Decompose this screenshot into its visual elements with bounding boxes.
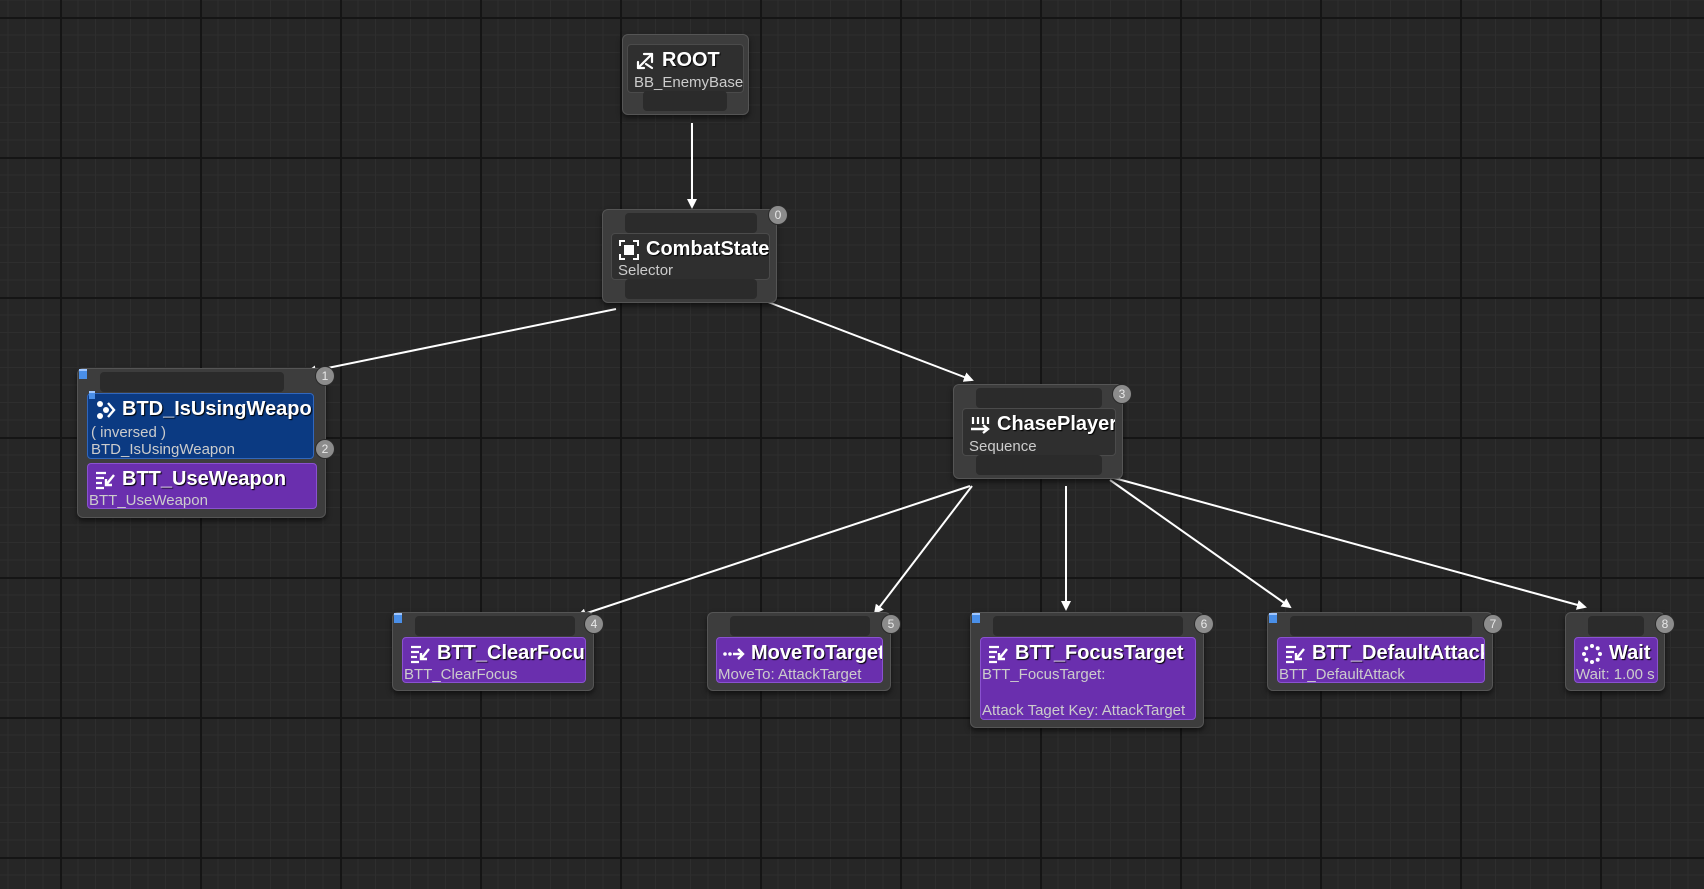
movetotarget-node[interactable]: MoveToTarget MoveTo: AttackTarget 5 [707, 612, 900, 691]
root-header: ROOT BB_EnemyBase [627, 44, 744, 93]
task-icon [989, 645, 1008, 663]
clearfocus-header: BTT_ClearFocus BTT_ClearFocus [402, 637, 586, 683]
task-btt-useweapon[interactable]: BTT_UseWeapon BTT_UseWeapon [87, 463, 317, 509]
selector-icon [619, 239, 639, 260]
chaseplayer-node[interactable]: ChasePlayer Sequence 3 [953, 384, 1131, 479]
useweapon-branch-node[interactable]: BTD_IsUsingWeapon ( inversed ) BTD_IsUsi… [77, 367, 334, 518]
wait-subtitle: Wait: 1.00 s [1576, 666, 1655, 683]
wire-chaseplayer-to-clearfocus [576, 485, 971, 619]
useweapon-title: BTT_UseWeapon [122, 468, 287, 490]
chaseplayer-title: ChasePlayer [997, 413, 1116, 435]
wire-chaseplayer-to-defaultattack [1109, 479, 1292, 609]
movetotarget-input-pin[interactable] [730, 616, 870, 636]
root-node[interactable]: ROOT BB_EnemyBase [622, 34, 749, 115]
useweapon-subtitle: BTT_UseWeapon [89, 492, 208, 509]
decorator-icon [97, 400, 116, 419]
combatstate-output-pin[interactable] [625, 279, 757, 299]
root-output-pin[interactable] [643, 91, 727, 111]
combatstate-title: CombatState [646, 238, 770, 260]
breakpoint-icon[interactable] [79, 369, 87, 379]
focustarget-index-badge: 6 [1195, 615, 1213, 633]
sequence-icon [971, 416, 990, 434]
combatstate-header: CombatState Selector [611, 233, 770, 280]
focustarget-input-pin[interactable] [993, 616, 1183, 636]
focustarget-node[interactable]: BTT_FocusTarget BTT_FocusTarget: Attack … [970, 612, 1213, 728]
wait-title: Wait [1609, 642, 1651, 664]
clearfocus-subtitle: BTT_ClearFocus [404, 666, 518, 683]
decorator-title: BTD_IsUsingWeapon [122, 398, 314, 420]
movetotarget-title: MoveToTarget [751, 642, 883, 664]
focustarget-subtitle: BTT_FocusTarget: [982, 666, 1106, 683]
defaultattack-title: BTT_DefaultAttack [1312, 642, 1485, 664]
task-icon [96, 471, 115, 489]
root-subtitle: BB_EnemyBase [634, 74, 744, 91]
chaseplayer-header: ChasePlayer Sequence [962, 408, 1116, 456]
defaultattack-node[interactable]: BTT_DefaultAttack BTT_DefaultAttack 7 [1267, 612, 1502, 691]
defaultattack-subtitle: BTT_DefaultAttack [1279, 666, 1405, 683]
combatstate-node[interactable]: CombatState Selector 0 [602, 206, 787, 303]
chaseplayer-output-pin[interactable] [976, 455, 1102, 475]
move-to-icon [723, 647, 745, 660]
movetotarget-subtitle: MoveTo: AttackTarget [718, 666, 862, 683]
decorator-index-badge: 2 [316, 440, 334, 458]
wait-icon [1582, 643, 1602, 664]
wait-input-pin[interactable] [1588, 616, 1644, 636]
movetotarget-header: MoveToTarget MoveTo: AttackTarget [716, 637, 883, 683]
defaultattack-index-badge: 7 [1484, 615, 1502, 633]
decorator-note: ( inversed ) [91, 424, 167, 441]
defaultattack-header: BTT_DefaultAttack BTT_DefaultAttack [1277, 637, 1485, 683]
wait-index-badge: 8 [1656, 615, 1674, 633]
wire-chaseplayer-to-wait [1113, 477, 1587, 610]
combatstate-subtitle: Selector [618, 262, 674, 279]
root-title: ROOT [662, 49, 720, 71]
task-icon [1286, 645, 1305, 663]
wire-combatstate-to-useweapon [306, 308, 617, 376]
movetotarget-index-badge: 5 [882, 615, 900, 633]
clearfocus-index-badge: 4 [585, 615, 603, 633]
wire-combatstate-to-chaseplayer [767, 301, 974, 382]
useweapon-input-pin[interactable] [100, 372, 284, 392]
root-icon [636, 52, 654, 69]
focustarget-header: BTT_FocusTarget BTT_FocusTarget: Attack … [980, 637, 1196, 720]
chaseplayer-subtitle: Sequence [969, 438, 1037, 455]
wait-header: Wait Wait: 1.00 s [1574, 637, 1658, 683]
chaseplayer-index-badge: 3 [1113, 385, 1131, 403]
useweapon-index-badge: 1 [316, 367, 334, 385]
focustarget-detail: Attack Taget Key: AttackTarget [982, 702, 1186, 719]
breakpoint-icon[interactable] [972, 613, 980, 623]
task-icon [411, 645, 430, 663]
decorator-breakpoint-icon[interactable] [89, 391, 95, 399]
defaultattack-input-pin[interactable] [1290, 616, 1472, 636]
breakpoint-icon[interactable] [394, 613, 402, 623]
wire-chaseplayer-to-movetotarget [873, 485, 973, 615]
decorator-btd-isusingweapon[interactable]: BTD_IsUsingWeapon ( inversed ) BTD_IsUsi… [87, 393, 314, 459]
combatstate-input-pin[interactable] [625, 213, 757, 233]
clearfocus-title: BTT_ClearFocus [437, 642, 586, 664]
decorator-subtitle: BTD_IsUsingWeapon [91, 441, 235, 458]
clearfocus-input-pin[interactable] [415, 616, 575, 636]
combatstate-index-badge: 0 [769, 206, 787, 224]
breakpoint-icon[interactable] [1269, 613, 1277, 623]
wait-node[interactable]: Wait Wait: 1.00 s 8 [1565, 612, 1674, 691]
chaseplayer-input-pin[interactable] [976, 388, 1102, 408]
focustarget-title: BTT_FocusTarget [1015, 642, 1184, 664]
clearfocus-node[interactable]: BTT_ClearFocus BTT_ClearFocus 4 [392, 612, 603, 691]
